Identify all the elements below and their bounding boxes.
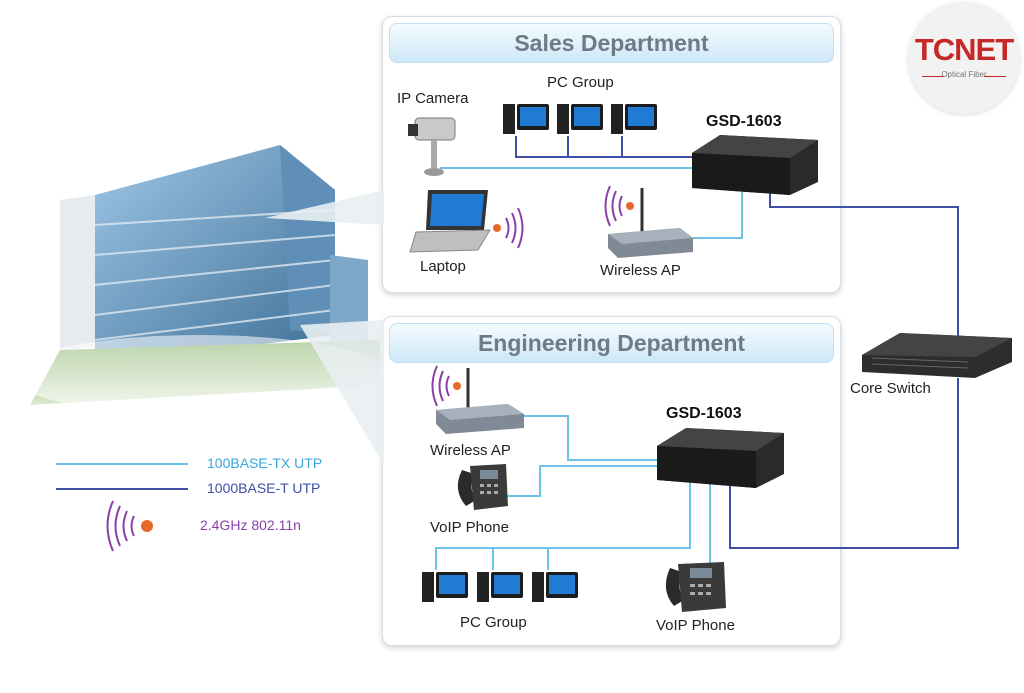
core-switch-icon [862, 333, 1012, 378]
link-wireless-ap-sales [693, 188, 743, 239]
sales-switch-label: GSD-1603 [706, 113, 782, 130]
sales-department-title: Sales Department [389, 23, 834, 63]
legend-wireless-icon [106, 500, 153, 552]
voip-phone-left-label: VoIP Phone [430, 519, 509, 536]
engineering-switch-icon [657, 428, 784, 488]
legend-100base-label: 100BASE-TX UTP [207, 455, 323, 471]
voip-phone-right-label: VoIP Phone [656, 617, 735, 634]
link-pc-group-sales [515, 136, 695, 158]
engineering-callout-wedge [300, 320, 384, 465]
sales-links [440, 136, 959, 345]
ip-camera-icon [408, 117, 456, 176]
sales-callout-wedge [265, 190, 384, 225]
engineering-wireless-ap-icon [436, 368, 524, 434]
laptop-label: Laptop [420, 258, 466, 275]
laptop-icon [409, 190, 491, 253]
laptop-wifi-icon [493, 207, 524, 249]
engineering-pc-group-label: PC Group [460, 614, 527, 631]
core-switch-label: Core Switch [850, 380, 931, 397]
logo-divider-left [922, 76, 944, 77]
sales-ap-wifi-icon [604, 185, 634, 227]
legend-1000base-label: 1000BASE-T UTP [207, 480, 321, 496]
sales-switch-icon [692, 135, 818, 195]
engineering-switch-label: GSD-1603 [666, 405, 742, 422]
voip-phone-right-icon [665, 562, 726, 612]
logo-divider-right [984, 76, 1006, 77]
engineering-links [435, 378, 959, 570]
sales-pc-group-label: PC Group [547, 74, 614, 91]
sales-wireless-ap-label: Wireless AP [600, 262, 681, 279]
ip-camera-label: IP Camera [397, 90, 469, 107]
sales-wireless-ap-icon [608, 188, 693, 258]
engineering-department-title: Engineering Department [389, 323, 834, 363]
link-voip-phone-left [497, 465, 660, 497]
voip-phone-left-icon [457, 464, 508, 510]
sales-pc-group-icon [503, 104, 657, 134]
link-wireless-ap-eng [524, 415, 660, 461]
engineering-ap-wifi-icon [431, 365, 461, 407]
link-pc-group-eng [435, 478, 691, 570]
engineering-pc-group-icon [422, 572, 578, 602]
logo-name: TCNET [914, 32, 1014, 67]
link-eng-to-core [729, 378, 959, 549]
tcnet-logo: TCNET Optical Fiber [908, 2, 1020, 114]
logo-tagline: Optical Fiber [941, 70, 987, 79]
link-sales-to-core [769, 193, 959, 345]
legend-wireless-label: 2.4GHz 802.11n [200, 517, 301, 533]
engineering-wireless-ap-label: Wireless AP [430, 442, 511, 459]
